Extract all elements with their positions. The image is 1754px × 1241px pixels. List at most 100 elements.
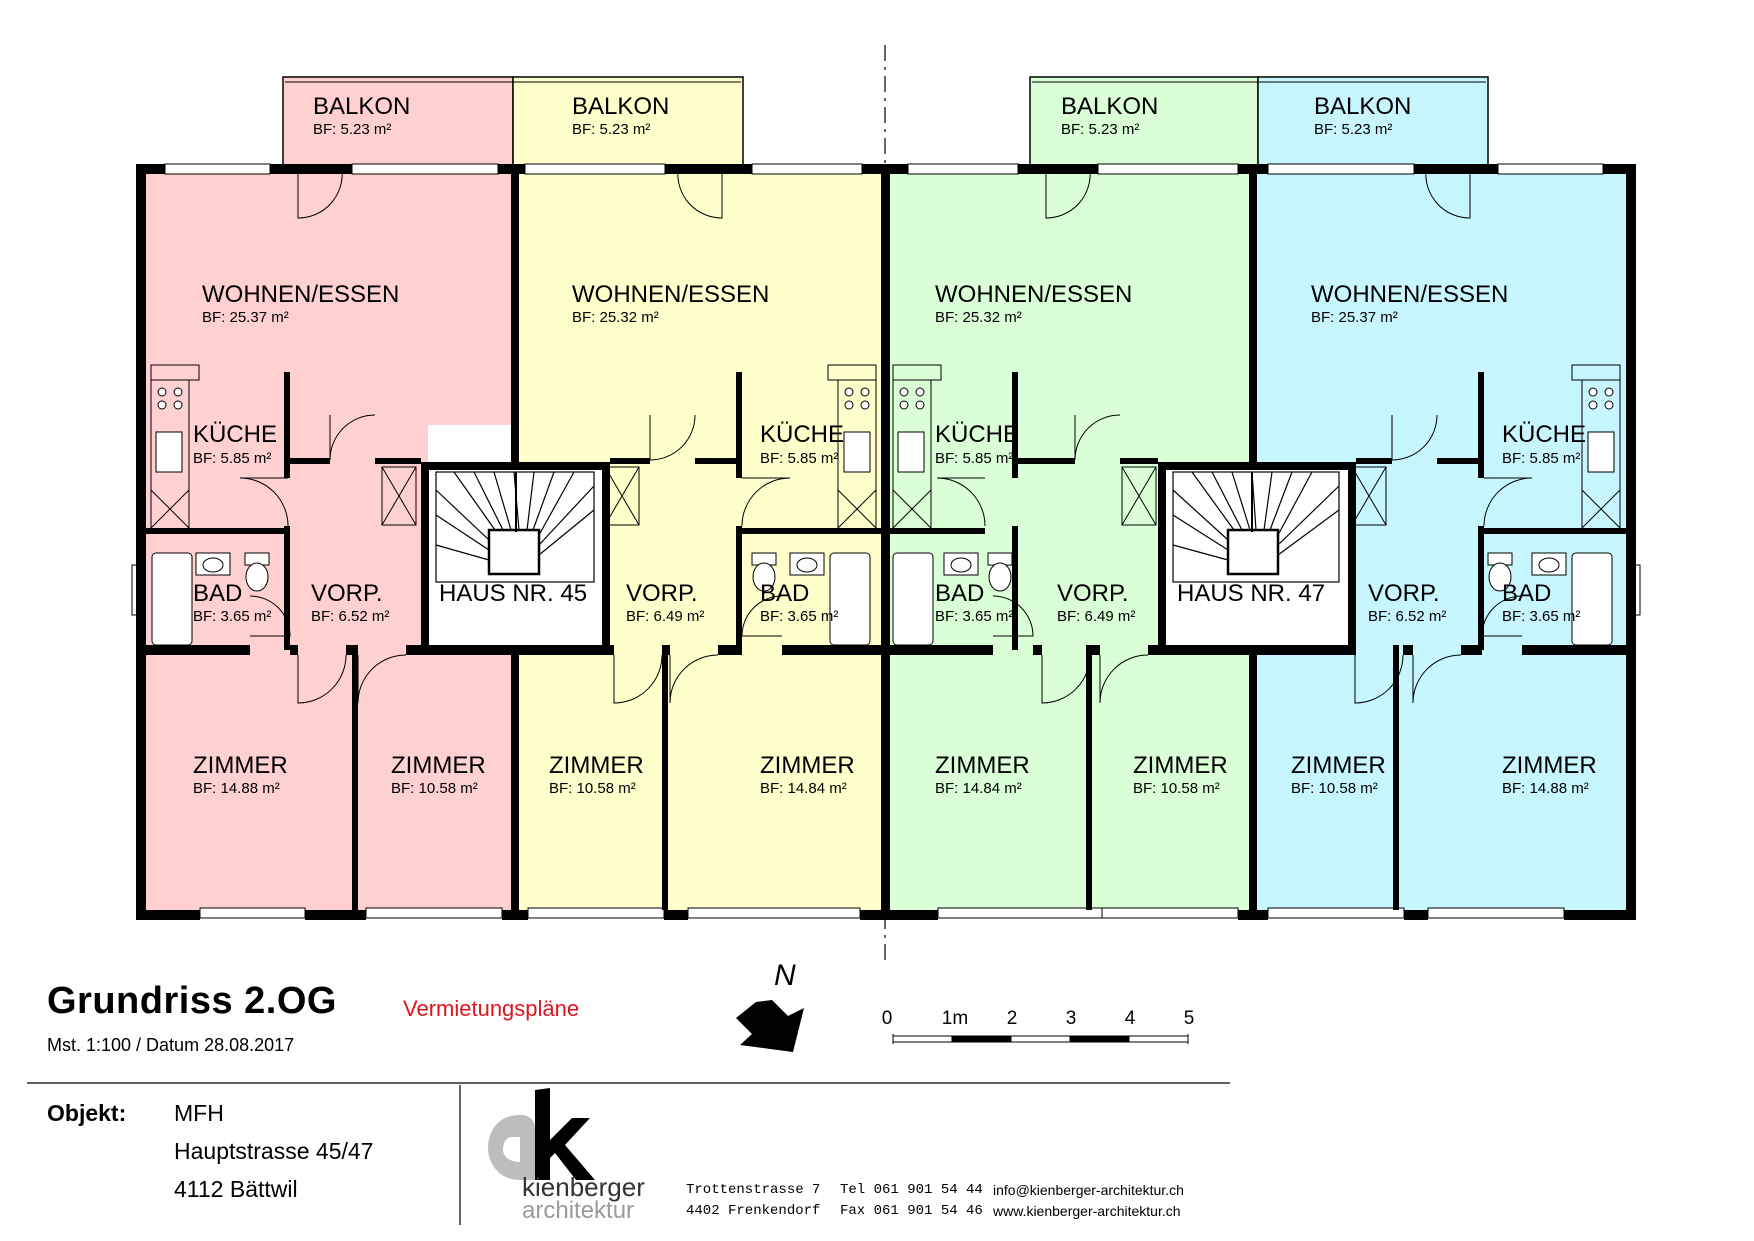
room-name: ZIMMER (193, 752, 288, 779)
room-area: BF: 6.52 m² (311, 608, 389, 625)
page-title: Grundriss 2.OG (47, 980, 337, 1022)
room-area: BF: 6.49 m² (626, 608, 704, 625)
stair-45 (435, 471, 595, 583)
unit-2-fill (515, 168, 885, 915)
room-area: BF: 5.23 m² (572, 121, 650, 138)
company-fax: Fax 061 901 54 46 (840, 1203, 983, 1219)
room-name: ZIMMER (1502, 752, 1597, 779)
room-area: BF: 25.37 m² (1311, 309, 1398, 326)
unit-fills (145, 168, 1628, 915)
balconies (282, 76, 1489, 166)
room-name: WOHNEN/ESSEN (572, 281, 769, 308)
room-name: VORP. (626, 580, 698, 607)
room-name: BAD (1502, 580, 1551, 607)
company-website[interactable]: www.kienberger-architektur.ch (993, 1203, 1181, 1219)
room-name: ZIMMER (1133, 752, 1228, 779)
room-name: BALKON (1314, 93, 1411, 120)
room-area: BF: 5.85 m² (1502, 450, 1580, 467)
object-line: MFH (174, 1100, 224, 1126)
balcony-4 (1257, 76, 1489, 166)
room-area: BF: 10.58 m² (391, 780, 478, 797)
room-area: BF: 25.32 m² (935, 309, 1022, 326)
room-name: BAD (193, 580, 242, 607)
room-area: BF: 5.23 m² (313, 121, 391, 138)
room-area: BF: 5.85 m² (760, 450, 838, 467)
room-area: BF: 25.37 m² (202, 309, 289, 326)
room-name: WOHNEN/ESSEN (935, 281, 1132, 308)
room-area: BF: 5.23 m² (1061, 121, 1139, 138)
unit-1-fill (145, 168, 515, 915)
kitchen-2-fixtures (827, 364, 877, 531)
room-area: BF: 25.32 m² (572, 309, 659, 326)
company-phone: Tel 061 901 54 44 (840, 1182, 983, 1198)
room-area: BF: 5.85 m² (193, 450, 271, 467)
object-line: 4112 Bättwil (174, 1176, 298, 1202)
scale-date: Mst. 1:100 / Datum 28.08.2017 (47, 1035, 295, 1055)
room-name: VORP. (311, 580, 383, 607)
unit-3-fill (885, 168, 1253, 915)
object-line: Hauptstrasse 45/47 (174, 1138, 374, 1164)
room-name: WOHNEN/ESSEN (202, 281, 399, 308)
logo-mark (488, 1088, 595, 1180)
room-name: BAD (760, 580, 809, 607)
room-name: KÜCHE (1502, 421, 1586, 448)
room-name: ZIMMER (549, 752, 644, 779)
kitchen-4-fixtures (1571, 364, 1621, 531)
bath-4-fixtures (1487, 552, 1613, 646)
room-area: BF: 6.49 m² (1057, 608, 1135, 625)
company-email[interactable]: info@kienberger-architektur.ch (993, 1182, 1184, 1198)
kitchen-1-fixtures (150, 364, 200, 531)
balcony-1 (282, 76, 514, 166)
room-area: BF: 3.65 m² (935, 608, 1013, 625)
stairwell-47 (1165, 465, 1348, 650)
room-name: VORP. (1057, 580, 1129, 607)
bath-1-fixtures (151, 552, 270, 646)
scale-label: 3 (1066, 1008, 1077, 1029)
room-name: BALKON (1061, 93, 1158, 120)
scale-label: 5 (1184, 1008, 1195, 1029)
company-name: kienberger (522, 1172, 645, 1202)
room-name: VORP. (1368, 580, 1440, 607)
scale-label: 4 (1125, 1008, 1136, 1029)
room-name: KÜCHE (760, 421, 844, 448)
room-labels: BALKON BF: 5.23 m² BALKON BF: 5.23 m² BA… (193, 93, 1597, 797)
room-area: BF: 6.52 m² (1368, 608, 1446, 625)
room-name: ZIMMER (935, 752, 1030, 779)
scale-label: 1m (942, 1008, 968, 1029)
room-name: KÜCHE (935, 421, 1019, 448)
room-area: BF: 3.65 m² (193, 608, 271, 625)
north-label: N (774, 959, 796, 992)
fixtures (150, 364, 1621, 646)
room-area: BF: 10.58 m² (1133, 780, 1220, 797)
bath-3-fixtures (892, 552, 1013, 646)
room-name: ZIMMER (760, 752, 855, 779)
stairs (435, 471, 1340, 583)
room-area: BF: 3.65 m² (760, 608, 838, 625)
room-name: KÜCHE (193, 421, 277, 448)
balcony-3 (1029, 76, 1259, 166)
room-name: WOHNEN/ESSEN (1311, 281, 1508, 308)
scale-label: 2 (1007, 1008, 1018, 1029)
bath-2-fixtures (751, 552, 871, 646)
room-name: BALKON (572, 93, 669, 120)
company-subtitle: architektur (522, 1197, 635, 1224)
room-area: BF: 14.84 m² (760, 780, 847, 797)
balcony-2 (512, 76, 744, 166)
object-label: Objekt: (47, 1100, 127, 1126)
room-name: BAD (935, 580, 984, 607)
room-area: BF: 10.58 m² (1291, 780, 1378, 797)
scale-label: 0 (882, 1008, 893, 1029)
room-area: BF: 5.85 m² (935, 450, 1013, 467)
stair-47 (1172, 471, 1340, 583)
room-area: BF: 14.84 m² (935, 780, 1022, 797)
page-subtitle: Vermietungspläne (403, 996, 580, 1021)
room-area: BF: 3.65 m² (1502, 608, 1580, 625)
room-name: BALKON (313, 93, 410, 120)
doors (239, 169, 1533, 704)
scale-bar: 0 1m 2 3 4 5 (882, 1008, 1195, 1044)
company-address-street: Trottenstrasse 7 (686, 1182, 821, 1198)
room-name: HAUS NR. 47 (1177, 580, 1325, 607)
room-name: HAUS NR. 45 (439, 580, 587, 607)
company-address-city: 4402 Frenkendorf (686, 1203, 821, 1219)
